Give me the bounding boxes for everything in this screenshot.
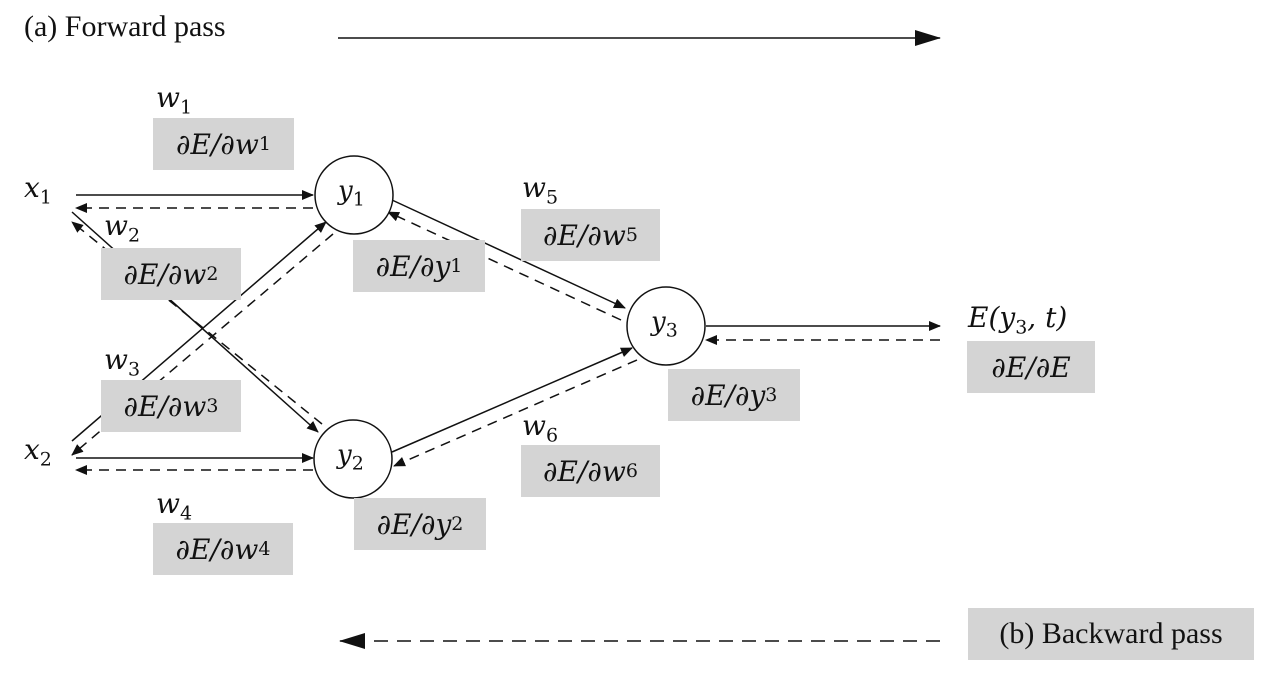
edge-x2-y1-backward xyxy=(71,233,334,456)
grad-w2-text: ∂E/∂w xyxy=(123,257,207,291)
weight-w4-label: w4 xyxy=(156,490,192,524)
grad-w4-text: ∂E/∂w xyxy=(175,532,259,566)
node-y2-circle xyxy=(313,419,393,499)
forward-pass-title: (a) Forward pass xyxy=(24,10,226,43)
node-y1-circle xyxy=(314,155,394,235)
weight-w2-base: w xyxy=(104,209,128,242)
grad-w6-sub: 6 xyxy=(625,460,638,482)
weight-w2-sub: 2 xyxy=(127,224,141,247)
node-y3-circle xyxy=(626,286,706,366)
node-y1-base: y xyxy=(338,176,353,206)
node-y1-label: y1 xyxy=(338,178,365,210)
grad-w2-sub: 2 xyxy=(206,263,219,285)
weight-w4-base: w xyxy=(156,487,180,520)
output-post: , t) xyxy=(1027,301,1068,334)
weight-w5-label: w5 xyxy=(522,174,558,208)
weight-w2-label: w2 xyxy=(104,212,140,246)
edge-y2-y3-forward xyxy=(391,347,633,453)
input-x2: x2 xyxy=(24,436,52,470)
input-x1-base: x xyxy=(24,171,40,204)
grad-y3-sub: 3 xyxy=(765,384,778,406)
grad-output-box: ∂E/∂E xyxy=(967,341,1095,393)
grad-y1-text: ∂E/∂y xyxy=(375,249,451,283)
input-x2-base: x xyxy=(24,433,40,466)
weight-w1-base: w xyxy=(156,81,180,114)
grad-w1-text: ∂E/∂w xyxy=(176,127,259,161)
weight-w5-sub: 5 xyxy=(545,186,559,209)
edge-x1-y2-backward xyxy=(71,221,323,425)
input-x1-sub: 1 xyxy=(39,186,52,209)
input-x1: x1 xyxy=(24,174,52,208)
node-y2-sub: 2 xyxy=(351,452,364,475)
grad-w3-text: ∂E/∂w xyxy=(123,389,207,423)
grad-w5-sub: 5 xyxy=(625,224,638,246)
grad-w4-sub: 4 xyxy=(258,538,271,560)
grad-y2-sub: 2 xyxy=(451,513,464,535)
output-error-label: E(y3, t) xyxy=(968,304,1067,338)
weight-w4-sub: 4 xyxy=(179,502,193,525)
grad-w3-sub: 3 xyxy=(206,395,219,417)
node-y2-base: y xyxy=(337,440,352,470)
node-y3-label: y3 xyxy=(651,309,678,341)
weight-w6-sub: 6 xyxy=(545,424,559,447)
grad-w5-text: ∂E/∂w xyxy=(543,218,626,252)
edge-y1-y3-forward xyxy=(391,199,626,309)
node-y3-sub: 3 xyxy=(665,319,678,342)
node-y3-base: y xyxy=(651,307,666,337)
weight-w3-label: w3 xyxy=(104,346,140,380)
weight-w1-sub: 1 xyxy=(179,96,193,119)
backward-pass-title: (b) Backward pass xyxy=(968,608,1254,660)
edge-y1-y3-backward xyxy=(387,211,622,321)
node-y1-sub: 1 xyxy=(352,188,365,211)
weight-w3-sub: 3 xyxy=(127,358,141,381)
weight-w1-label: w1 xyxy=(156,84,192,118)
grad-y1-sub: 1 xyxy=(450,255,463,277)
input-x2-sub: 2 xyxy=(39,448,52,471)
grad-w1-sub: 1 xyxy=(258,133,271,155)
output-pre: E(y xyxy=(968,301,1016,334)
output-sub: 3 xyxy=(1015,316,1028,339)
weight-w5-base: w xyxy=(522,171,546,204)
node-y2-label: y2 xyxy=(337,442,364,474)
grad-y2-text: ∂E/∂y xyxy=(376,507,452,541)
weight-w6-base: w xyxy=(522,409,546,442)
weight-w6-label: w6 xyxy=(522,412,558,446)
weight-w3-base: w xyxy=(104,343,128,376)
grad-w6-text: ∂E/∂w xyxy=(543,454,626,488)
grad-y3-text: ∂E/∂y xyxy=(690,378,766,412)
